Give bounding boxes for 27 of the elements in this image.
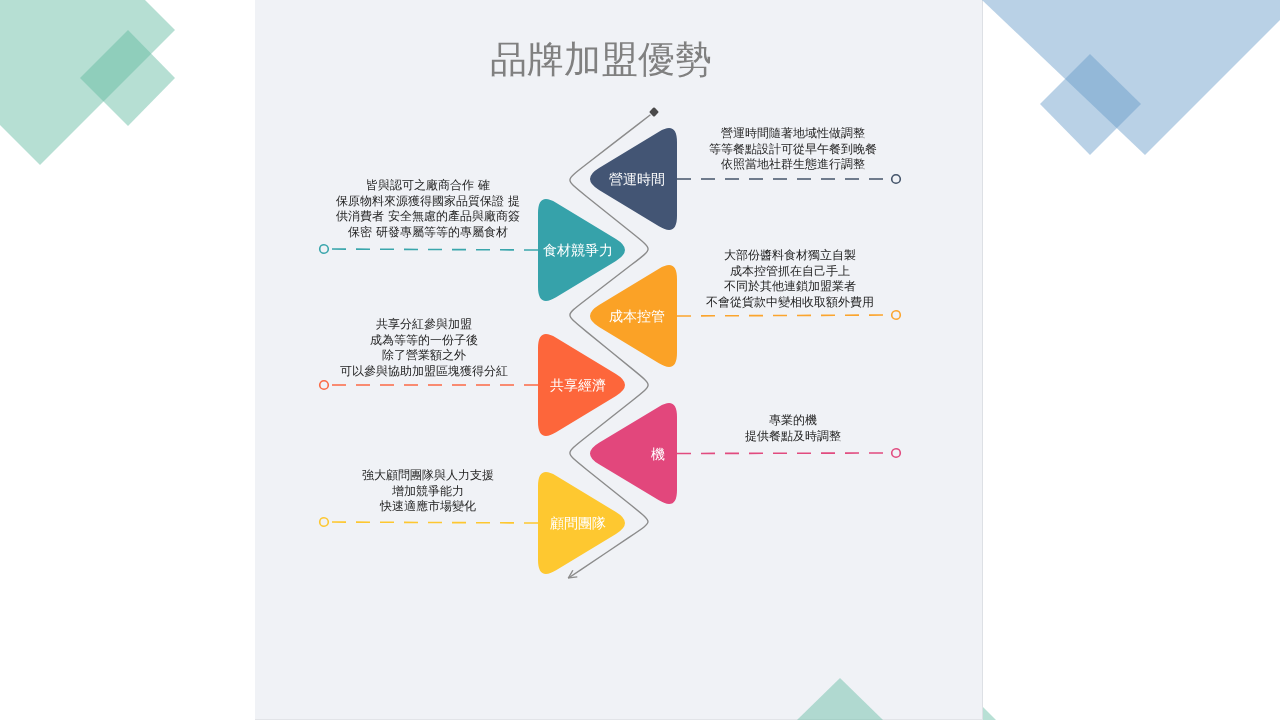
- description-text: 營運時間隨著地域性做調整等等餐點設計可從早午餐到晚餐依照當地社群生態進行調整: [709, 126, 877, 173]
- step-triangle: [538, 334, 625, 436]
- step-label: 成本控管: [609, 308, 665, 324]
- dashed-connector: [318, 243, 539, 255]
- description-text: 專業的機提供餐點及時調整: [745, 413, 841, 444]
- step-label: 共享經濟: [550, 377, 606, 393]
- step-triangle: [590, 265, 677, 367]
- dashed-connector: [318, 516, 539, 528]
- description-text: 強大顧問團隊與人力支援增加競爭能力快速適應市場變化: [362, 468, 494, 515]
- start-marker: [649, 107, 659, 117]
- step-label: 營運時間: [609, 171, 665, 187]
- dashed-connector: [676, 447, 902, 459]
- step-label: 顧問團隊: [550, 515, 606, 531]
- description-text: 共享分紅參與加盟成為等等的一份子後除了營業額之外可以參與協助加盟區塊獲得分紅: [340, 317, 508, 379]
- step-triangle: [590, 128, 677, 230]
- step-label: 機: [651, 445, 665, 462]
- step-triangle: [590, 403, 677, 504]
- title: 品牌加盟優勢: [490, 38, 712, 82]
- dashed-connector: [318, 379, 539, 391]
- dashed-connector: [676, 309, 902, 321]
- description-text: 皆與認可之廠商合作 確保原物料來源獲得國家品質保證 提供消費者 安全無慮的產品與廠商簽保密 研發專屬等等的專屬食材: [336, 178, 520, 240]
- dashed-connector: [676, 173, 902, 185]
- description-text: 大部份醬料食材獨立自製成本控管抓在自己手上不同於其他連鎖加盟業者不會從貨款中變相收取額外費用: [706, 248, 874, 310]
- flow-arrow: [567, 114, 652, 579]
- step-label: 食材競爭力: [543, 242, 613, 258]
- step-triangle: [538, 472, 625, 574]
- step-triangle: [538, 199, 625, 301]
